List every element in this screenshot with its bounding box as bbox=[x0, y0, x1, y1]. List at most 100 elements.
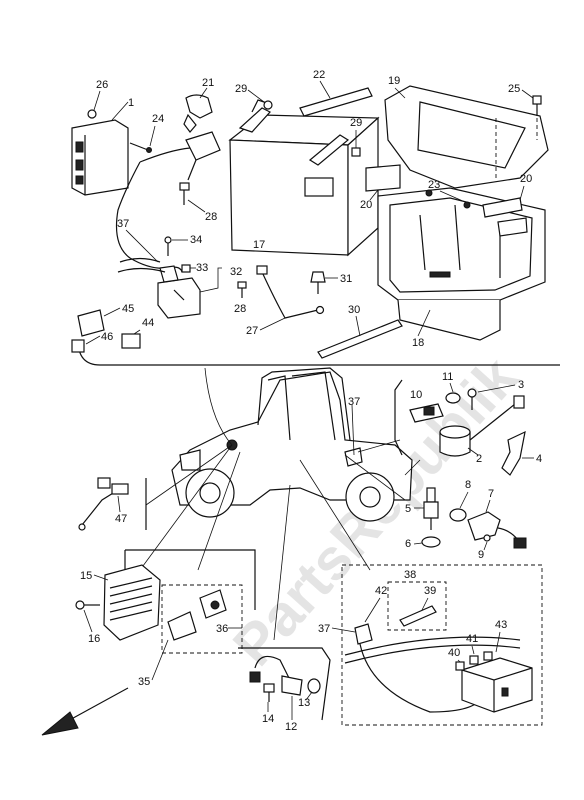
callouts: 26 1 24 21 29 22 19 25 29 28 20 23 20 37… bbox=[80, 69, 542, 733]
part-cable-tie-30 bbox=[317, 319, 403, 359]
callout-45: 45 bbox=[122, 303, 134, 315]
callout-15: 15 bbox=[80, 570, 92, 582]
callout-35: 35 bbox=[138, 676, 150, 688]
part-connector-33 bbox=[181, 264, 191, 273]
part-screw-25 bbox=[532, 95, 542, 116]
callout-2: 2 bbox=[476, 453, 482, 465]
ignition-group-frame bbox=[394, 379, 403, 456]
part-speed-sensor-12 bbox=[249, 655, 303, 696]
callout-5: 5 bbox=[405, 503, 411, 515]
part-pad-20-right bbox=[482, 197, 528, 237]
part-screw-23 bbox=[425, 189, 471, 209]
callout-16: 16 bbox=[88, 633, 100, 645]
callout-37-top: 37 bbox=[117, 218, 129, 230]
callout-29-left: 29 bbox=[235, 83, 247, 95]
part-cover-19 bbox=[384, 85, 549, 189]
callout-21: 21 bbox=[202, 77, 214, 89]
callout-13: 13 bbox=[298, 697, 310, 709]
callout-30: 30 bbox=[348, 304, 360, 316]
callout-20-right: 20 bbox=[520, 173, 532, 185]
callout-19: 19 bbox=[388, 75, 400, 87]
part-washer-6 bbox=[421, 536, 441, 548]
part-battery-box bbox=[377, 187, 546, 341]
part-bolt-28-upper bbox=[179, 182, 190, 205]
part-bolt-29-left bbox=[263, 100, 273, 110]
part-connector-45-46 bbox=[71, 309, 105, 353]
part-bolt-9 bbox=[483, 534, 491, 542]
callout-27: 27 bbox=[246, 325, 258, 337]
part-coil-2 bbox=[439, 395, 525, 457]
part-harness-37 bbox=[344, 623, 521, 713]
part-strap-22 bbox=[299, 87, 373, 117]
callout-26: 26 bbox=[96, 79, 108, 91]
part-bolt-16 bbox=[75, 600, 100, 610]
part-fuse-39 bbox=[399, 605, 437, 627]
callout-18: 18 bbox=[412, 337, 424, 349]
part-sensor-7 bbox=[467, 511, 527, 549]
callout-39: 39 bbox=[424, 585, 436, 597]
callout-23: 23 bbox=[428, 179, 440, 191]
callout-17: 17 bbox=[253, 239, 265, 251]
callout-29-right: 29 bbox=[350, 117, 362, 129]
callout-36: 36 bbox=[216, 623, 228, 635]
part-sensor-10 bbox=[409, 403, 444, 423]
part-bolt-31 bbox=[310, 271, 326, 294]
part-o-ring-13 bbox=[307, 678, 321, 694]
callout-1: 1 bbox=[128, 97, 134, 109]
callout-46: 46 bbox=[101, 331, 113, 343]
callout-9: 9 bbox=[478, 549, 484, 561]
part-bolt-28-lower bbox=[237, 281, 247, 298]
part-rectifier-15 bbox=[103, 564, 161, 641]
part-o-ring-11 bbox=[445, 392, 461, 404]
callout-11: 11 bbox=[442, 371, 453, 383]
part-bolt-14 bbox=[263, 683, 275, 702]
callout-43: 43 bbox=[495, 619, 507, 631]
part-bolt-3 bbox=[467, 388, 477, 410]
callout-34: 34 bbox=[190, 234, 202, 246]
part-sensor-47 bbox=[78, 477, 147, 531]
callout-37-mid: 37 bbox=[348, 396, 360, 408]
part-pad-20-left bbox=[365, 164, 401, 192]
callout-42: 42 bbox=[375, 585, 387, 597]
callout-32: 32 bbox=[230, 266, 242, 278]
part-ecu bbox=[71, 109, 129, 196]
part-fuse-box-43 bbox=[461, 657, 533, 713]
lower-right-frame bbox=[341, 564, 543, 726]
part-o-ring-8 bbox=[449, 508, 467, 522]
callout-41: 41 bbox=[466, 633, 478, 645]
callout-14: 14 bbox=[262, 713, 274, 725]
callout-24: 24 bbox=[152, 113, 164, 125]
part-spark-plug-5 bbox=[423, 487, 439, 530]
vehicle bbox=[171, 367, 413, 522]
callout-40: 40 bbox=[448, 647, 460, 659]
callout-31: 31 bbox=[340, 273, 352, 285]
callout-3: 3 bbox=[518, 379, 524, 391]
callout-12: 12 bbox=[285, 721, 297, 733]
part-screw-34 bbox=[164, 236, 172, 256]
callout-25: 25 bbox=[508, 83, 520, 95]
callout-47: 47 bbox=[115, 513, 127, 525]
part-screw-24 bbox=[129, 142, 152, 153]
part-relay-35 bbox=[161, 584, 243, 654]
callout-44: 44 bbox=[142, 317, 154, 329]
part-clamp-21 bbox=[183, 94, 213, 133]
callout-38: 38 bbox=[404, 569, 416, 581]
part-plug-cap-4 bbox=[501, 430, 526, 476]
callout-22: 22 bbox=[313, 69, 325, 81]
callout-20-left: 20 bbox=[360, 199, 372, 211]
callout-6: 6 bbox=[405, 538, 411, 550]
arrow-icon bbox=[41, 687, 129, 736]
callout-8: 8 bbox=[465, 479, 471, 491]
callout-33: 33 bbox=[196, 262, 208, 274]
callout-7: 7 bbox=[488, 488, 494, 500]
sensor-group-frame bbox=[238, 647, 331, 721]
callout-37-bottom: 37 bbox=[318, 623, 330, 635]
callout-28-upper: 28 bbox=[205, 211, 217, 223]
part-connector-44 bbox=[121, 333, 141, 349]
part-nut-29-right bbox=[351, 147, 361, 157]
callout-28-lower: 28 bbox=[234, 303, 246, 315]
callout-10: 10 bbox=[410, 389, 422, 401]
callout-4: 4 bbox=[536, 453, 542, 465]
part-relay-32 bbox=[157, 265, 201, 319]
